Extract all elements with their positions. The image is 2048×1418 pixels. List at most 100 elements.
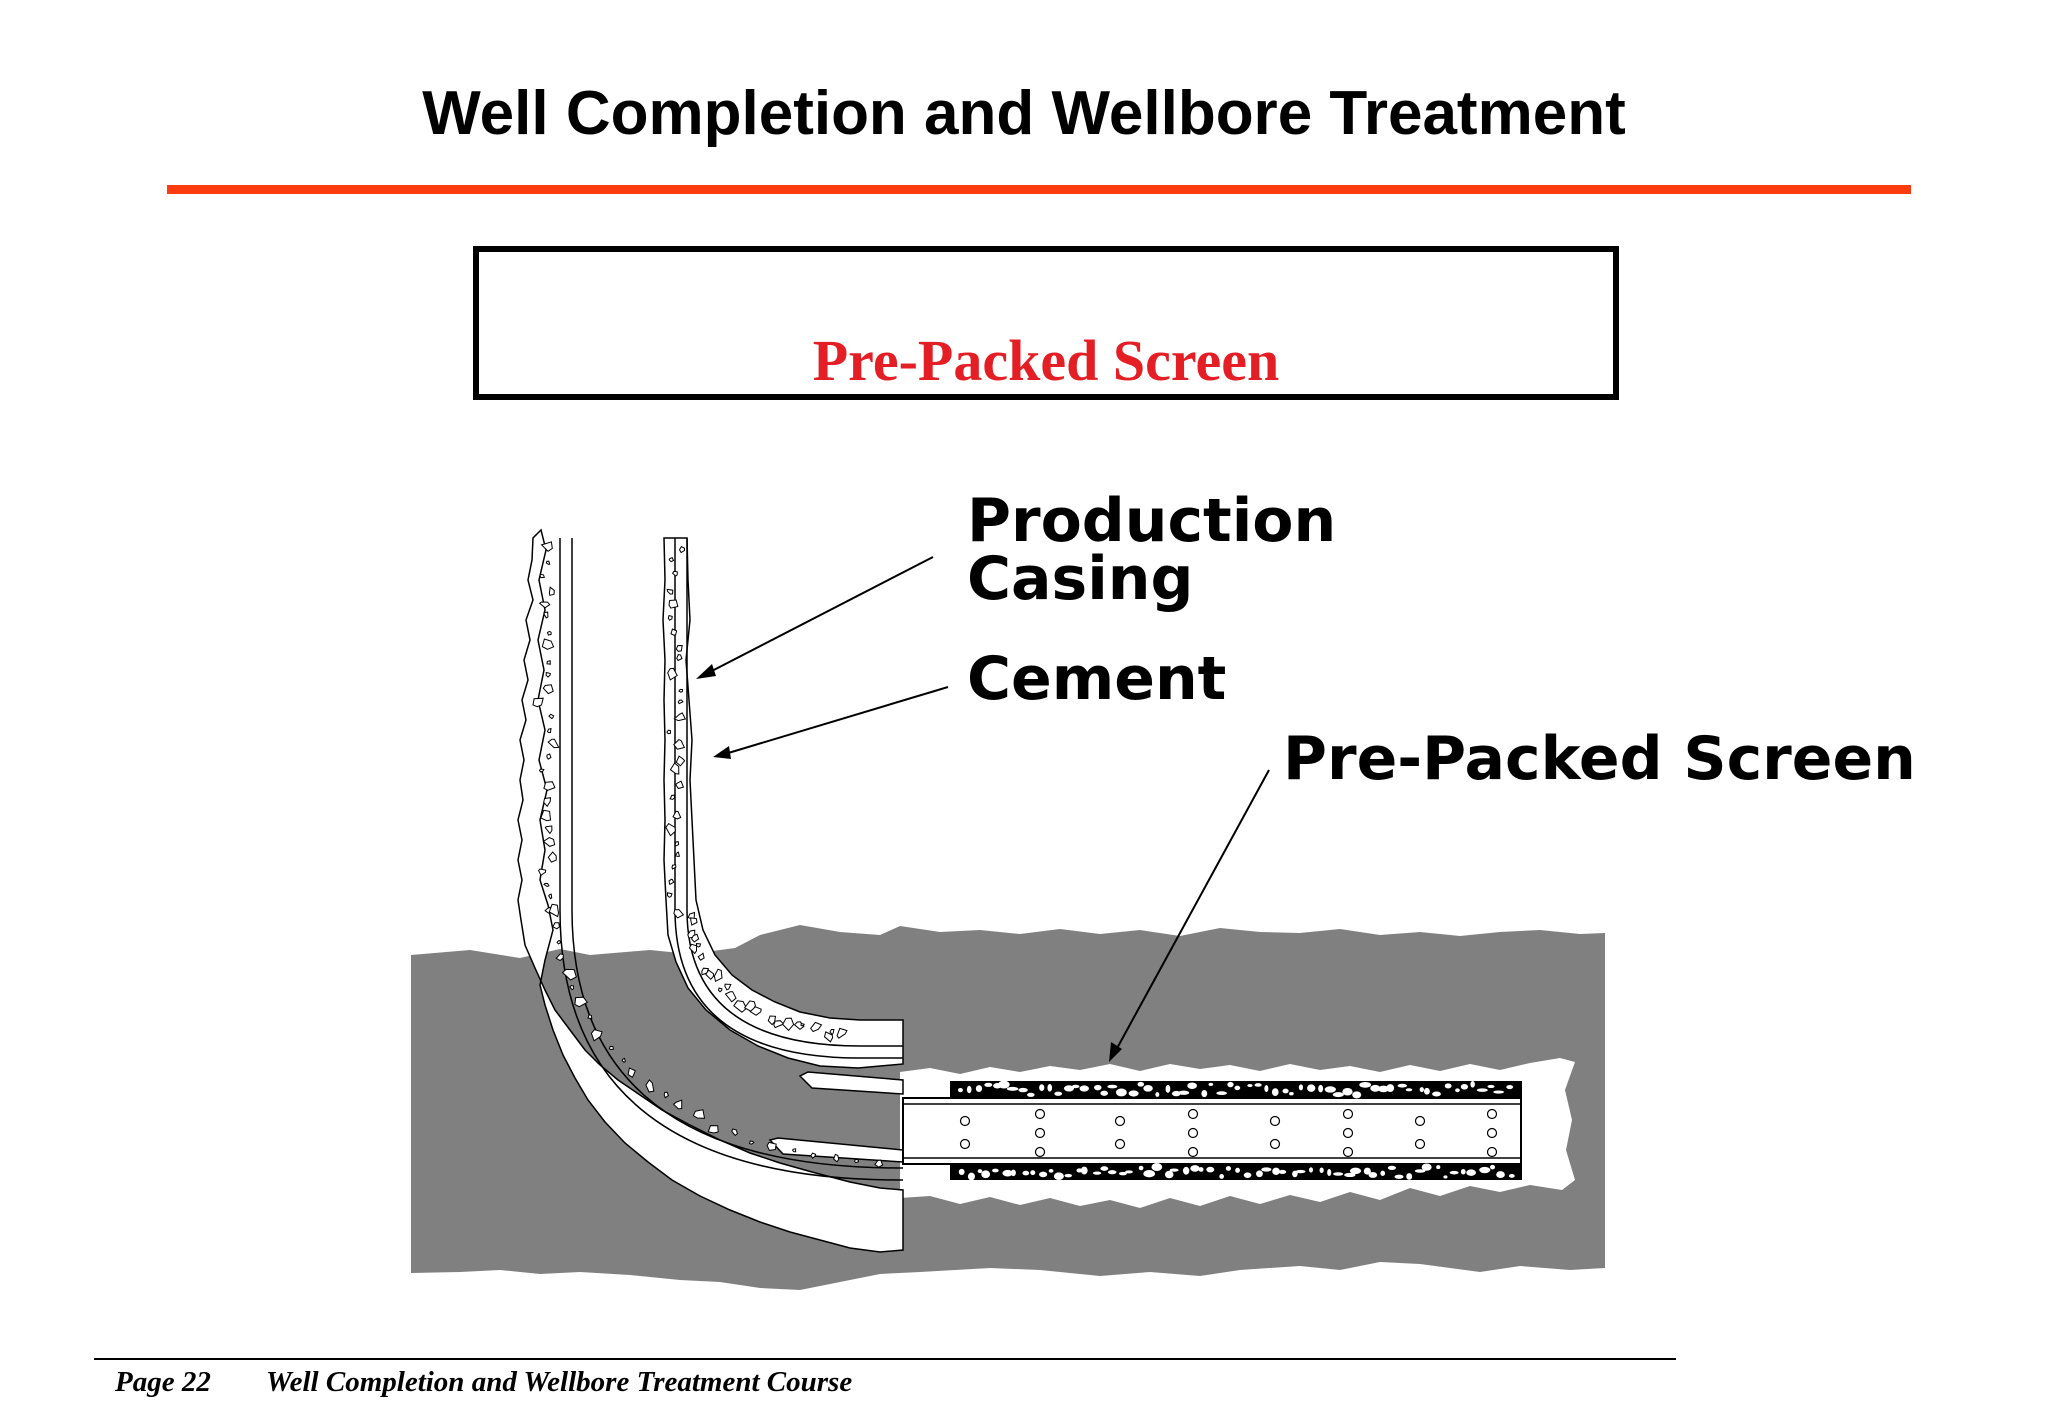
perforation-hole [1269,1115,1281,1127]
cement-grain [671,570,678,577]
gravel-grain [1100,1090,1108,1096]
cement-grain [733,1000,748,1013]
label-production-casing: Production Casing [967,491,1336,609]
cement-grain [854,1158,860,1164]
gravel-grain [1377,1085,1390,1093]
perforation-hole [1187,1146,1199,1158]
base-pipe-perforations [959,1108,1498,1158]
gravel-grain [1332,1092,1344,1098]
gravel-grain [1470,1080,1475,1088]
gravel-grain [1125,1170,1133,1174]
gravel-grain [1254,1083,1262,1087]
perforation-hole [1486,1146,1498,1158]
cement-grain [675,644,683,652]
cement-grain [556,939,562,945]
cement-grain [645,1079,655,1093]
gravel-grain [958,1168,965,1175]
gravel-grain [1143,1170,1156,1178]
cement-grain [544,825,553,835]
screen-gravel-dots [957,1080,1515,1181]
gravel-grain [1137,1081,1145,1087]
cement-grain [829,1029,835,1036]
pre-packed-screen-leader [1114,769,1270,1053]
perforation-hole [1486,1127,1498,1139]
gravel-grain [1308,1167,1313,1173]
cement-grain [539,573,545,579]
gravel-grain [1359,1081,1372,1088]
cement-grain [669,762,680,775]
production-casing-outer [559,538,903,1181]
cement-grain [724,983,732,991]
cement-grain [673,909,685,919]
gravel-grain [1386,1084,1395,1093]
gravel-grain [984,1082,993,1087]
gravel-grain [1444,1083,1452,1089]
perforation-hole [1187,1108,1199,1120]
gravel-grain [1394,1174,1404,1179]
gravel-grain [1487,1084,1495,1089]
cement-grain [707,1125,719,1134]
gravel-grain [1182,1166,1190,1175]
cement-grains [532,541,884,1168]
liner-top [798,1071,904,1095]
cement-grain [543,611,549,619]
cement-grain [773,1020,785,1029]
production-casing-arrowhead [696,664,716,679]
gravel-grain [1053,1172,1064,1181]
cement-grain [608,1046,615,1050]
cement-grain [749,1006,762,1016]
gravel-grain [1206,1166,1215,1173]
gravel-grain [1397,1083,1408,1088]
footer-course-title: Well Completion and Wellbore Treatment C… [266,1366,853,1398]
gravel-grain [1289,1092,1294,1096]
perforation-hole [1342,1146,1354,1158]
gravel-grain [1508,1173,1515,1178]
gravel-grain [1436,1165,1441,1170]
gravel-grain [1048,1168,1054,1173]
gravel-grain [1039,1171,1048,1178]
gravel-grain [1115,1088,1127,1097]
cement-grain [748,1140,755,1145]
gravel-grain [1370,1084,1381,1092]
cement-grain [542,837,556,847]
cement-grain [672,1099,683,1110]
gravel-grain [1282,1088,1289,1094]
gravel-grain [1080,1166,1088,1175]
gravel-grain [1421,1163,1432,1171]
cement-grain [547,851,557,863]
gravel-grain [1208,1082,1214,1086]
cement-sheath [517,528,904,1253]
cement-grain [663,1091,670,1099]
cement-grain [688,943,698,955]
gravel-grain [1344,1172,1356,1178]
cement-grain [810,1152,817,1159]
gravel-grain [1118,1171,1127,1176]
cement-grain [546,630,552,636]
cement-grain [590,1029,603,1042]
gravel-grain [1164,1170,1174,1179]
gravel-grain [1092,1171,1102,1175]
gravel-grain [1506,1084,1514,1090]
cement-grain [674,841,680,847]
gravel-grain [1318,1084,1324,1093]
gravel-grain [1432,1091,1441,1097]
gravel-grain [1047,1084,1053,1092]
cement-grain [690,917,698,926]
cement-grain [667,667,678,681]
cement-grain [676,654,683,662]
gravel-grain [1449,1170,1459,1175]
gravel-grain [1071,1084,1080,1089]
gravel-grain [1414,1169,1426,1173]
cement-grain [671,864,677,870]
perforation-hole [1114,1115,1126,1127]
cement-grain [543,882,550,888]
perforation-hole [1269,1138,1281,1150]
perforation-hole [959,1115,971,1127]
gravel-grain [1490,1164,1496,1170]
cement-grain [674,851,681,857]
cement-grain [690,933,700,943]
cement-grain [678,689,684,693]
gravel-grain [1363,1167,1371,1175]
gravel-grain [981,1170,991,1179]
